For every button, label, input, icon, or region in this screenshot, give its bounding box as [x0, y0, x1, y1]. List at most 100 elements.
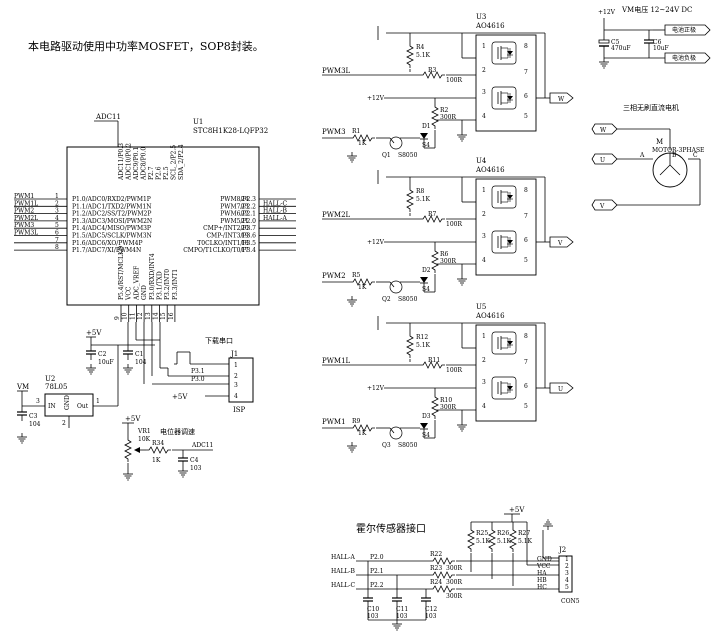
mcu-right-pin-name: T0CLKO/INT1/P3.5 — [197, 240, 256, 247]
hall-r-val: 300R — [446, 579, 462, 586]
mcu-bottom-pin-num: 13 — [145, 312, 152, 320]
hall-pullup-ref: R27 — [518, 530, 530, 537]
bridge-s-label: S4 — [422, 286, 430, 293]
bridge-q — [389, 136, 403, 150]
hall-note: 霍尔传感器接口 — [356, 522, 426, 535]
mcu-left-pin-num: 6 — [55, 230, 59, 237]
mcu-bottom-pin-num: 12 — [137, 312, 144, 320]
j2-pin-num: 4 — [565, 577, 569, 584]
bridge-diode — [420, 423, 428, 429]
pot-adc-net: ADC11 — [191, 442, 213, 449]
motor-section: 三相无刷直流电机 W U V M MOTOR-3PHASE A B C — [591, 103, 704, 211]
mcu-right-pin-num: 20 — [241, 225, 249, 232]
motor-ref: M — [656, 138, 663, 146]
hall-r-ref: R24 — [430, 579, 442, 586]
mcu-right-pin-num: 22 — [241, 211, 249, 218]
bridge-rg-val: 100R — [446, 367, 462, 374]
motor-label-b: B — [672, 152, 677, 159]
bridge-pin-num: 1 — [482, 333, 486, 340]
bridge-pin-num: 2 — [482, 67, 486, 74]
bat-pos: 电池正极 — [672, 26, 696, 34]
bridge-pin-num: 2 — [482, 357, 486, 364]
mcu-right-pin-name: PWM7/P2.2 — [220, 203, 256, 210]
mcu-right-pin-num: 19 — [241, 233, 249, 240]
hall-pullup-ref: R25 — [476, 530, 488, 537]
bridge-pin-num: 6 — [524, 237, 528, 244]
pot-vcc: +5V — [125, 415, 141, 423]
power-left: +5V C2 10uF C1 104 VM U2 78L05 IN Out GN… — [16, 322, 161, 444]
bridge-diode — [420, 277, 428, 283]
vm-label: VM — [16, 383, 29, 391]
hall-net: HALL-A — [331, 554, 356, 561]
u2-pin2: 2 — [62, 420, 66, 427]
bridge-rgl-ref: R2 — [440, 107, 449, 114]
hall-vcc: +5V — [509, 506, 525, 514]
bridge-q-ref: Q1 — [382, 152, 391, 159]
bridge-d-ref: D3 — [422, 413, 431, 420]
bridge-rg-val: 100R — [446, 221, 462, 228]
mcu-top-pin-name: ADC8/P0.0 — [141, 147, 148, 181]
j2-body — [558, 555, 573, 593]
hall-r-val: 300R — [446, 565, 462, 572]
mcu-right-pin-name: PWM8/P2.3 — [220, 196, 256, 203]
mcu-right-net: HALL-B — [263, 208, 288, 215]
hall-r-ref: R22 — [430, 551, 442, 558]
bridge-pin-num: 1 — [482, 43, 486, 50]
title-note: 本电路驱动使用中功率MOSFET，SOP8封装。 — [28, 39, 264, 53]
mcu-left-net: PWM1 — [14, 193, 34, 200]
j2-pin-num: 5 — [565, 584, 569, 591]
j2-pin-num: 1 — [565, 556, 569, 563]
bridge-rtop-ref: R12 — [416, 334, 428, 341]
mcu-left-pin-num: 3 — [55, 208, 59, 215]
mcu-right-pin-name: CMP+/INT2/P3.7 — [203, 225, 256, 232]
hall-cap-val: 103 — [425, 613, 437, 620]
bridge-q-part: S8050 — [398, 152, 418, 159]
bridge-out-label: U — [558, 386, 563, 393]
bridge-vcc: +12V — [367, 385, 385, 392]
mcu-left-pin-name: P1.3/ADC3/MOSI/PWM2N — [72, 218, 152, 225]
mcu-bottom-pin-num: 16 — [168, 312, 175, 320]
mcu-left-pin-name: P1.4/ADC4/MISO/PWM3P — [72, 225, 151, 232]
mcu-bottom-pin-name: ADC_VREF — [133, 266, 140, 301]
j2-pin-name: HA — [537, 570, 547, 577]
bridge-rtop-ref: R4 — [416, 44, 425, 51]
j2-pin-num: 2 — [565, 563, 569, 570]
bridge-pin-num: 4 — [482, 113, 486, 120]
mcu-left-pin-name: P1.1/ADC1/TXD2/PWM1N — [72, 203, 152, 210]
mcu-bottom-pin-name: VCC — [126, 286, 133, 301]
bridge-chip — [475, 324, 537, 422]
mcu-right-net: HALL-C — [263, 200, 288, 207]
mcu-top-pin-name: P2.6 — [156, 166, 163, 180]
mcu-top-pin-name: P2.5 — [163, 166, 170, 180]
hall-cap-val: 103 — [396, 613, 408, 620]
j2-ref: J2 — [558, 546, 566, 554]
mcu-right-net: HALL-A — [263, 215, 288, 222]
pot-note: 电位器调速 — [160, 427, 195, 436]
bridge-pin-num: 8 — [524, 187, 528, 194]
vcc-5v-label: +5V — [86, 329, 102, 337]
bridge-pwm-low: PWM1 — [322, 418, 346, 426]
mcu-left-net: PWM2 — [14, 208, 34, 215]
bridge-pin-num: 4 — [482, 257, 486, 264]
motor-phase-u: U — [600, 157, 605, 164]
mcu-left-pin-name: P1.2/ADC2/SS/T2/PWM2P — [72, 211, 151, 218]
bridge-out-tag — [549, 92, 574, 104]
mcu-bottom-pin-num: 11 — [129, 312, 136, 320]
bridge-pin-num: 5 — [524, 403, 528, 410]
bridge-rb-ref: R5 — [352, 272, 361, 279]
bridge-rb-ref: R1 — [352, 128, 360, 135]
isp-label: ISP — [233, 406, 246, 414]
bridge-s-label: S4 — [422, 432, 430, 439]
bridge-diode — [420, 133, 428, 139]
c1-ref: C1 — [135, 351, 143, 358]
mcu-left-net: PWM1L — [14, 200, 38, 207]
hall-cap-ref: C12 — [425, 606, 437, 613]
motor-label-a: A — [639, 152, 645, 159]
bridge-out-tag — [549, 236, 574, 248]
isp-net-p30: P3.0 — [191, 376, 205, 383]
mcu-right-pin-num: 23 — [241, 203, 249, 210]
